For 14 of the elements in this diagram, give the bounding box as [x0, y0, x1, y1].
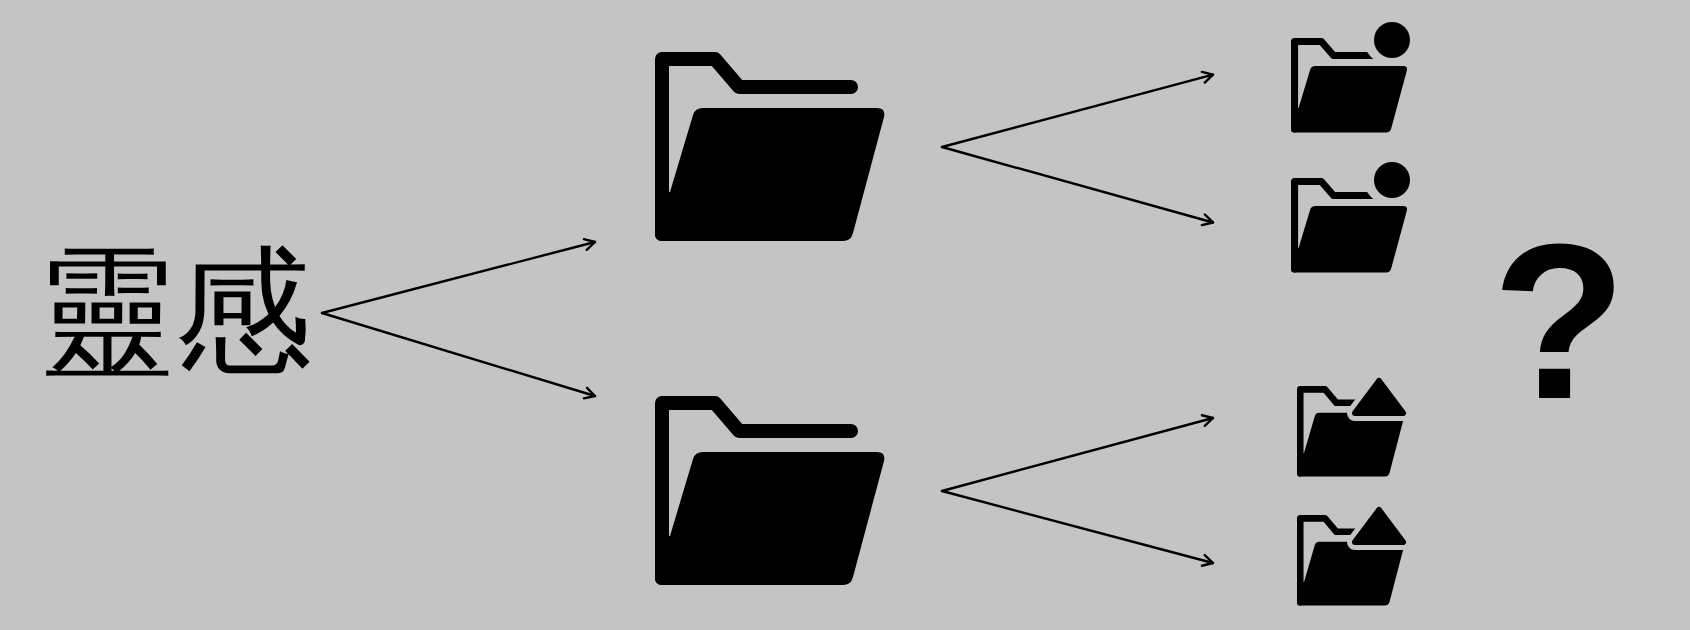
arrow	[940, 414, 1215, 493]
arrow	[940, 70, 1215, 149]
folder-dot-icon	[1291, 22, 1411, 134]
arrow	[940, 489, 1215, 567]
arrow	[320, 238, 597, 315]
folder-triangle-icon	[1297, 377, 1407, 477]
node-text: 靈感	[36, 244, 312, 382]
folder-icon	[655, 52, 886, 242]
folder-icon	[655, 396, 886, 586]
arrow	[940, 145, 1215, 227]
folder-triangle-icon	[1297, 506, 1407, 606]
arrow	[320, 311, 597, 400]
folder-dot-icon	[1291, 162, 1411, 274]
question-mark: ?	[1492, 229, 1627, 416]
